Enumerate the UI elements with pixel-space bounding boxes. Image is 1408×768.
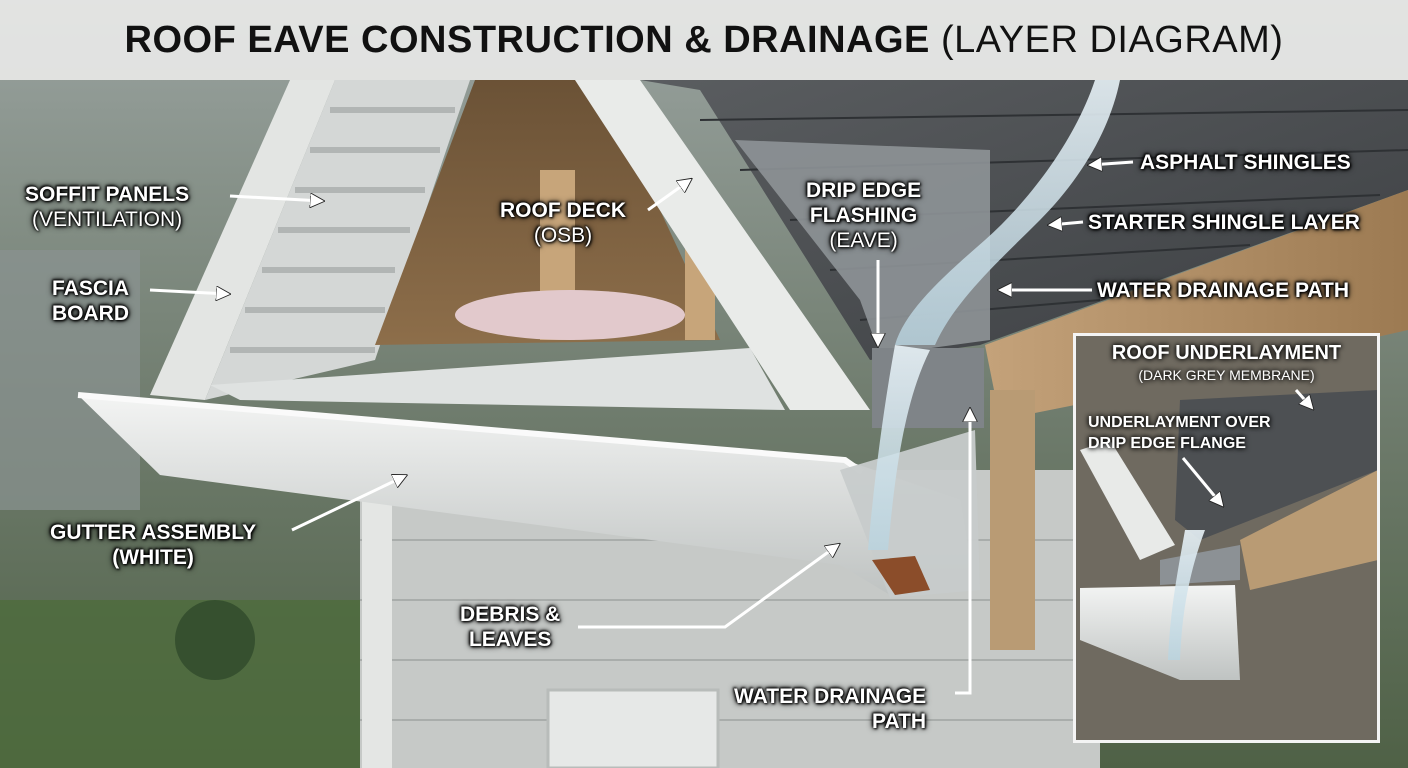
inset-frame (1073, 333, 1380, 743)
water-flow-gutter (868, 345, 930, 550)
inset-subtitle: (DARK GREY MEMBRANE) (1138, 367, 1315, 383)
soffit-panel-surface (205, 80, 470, 400)
inset-water (1168, 530, 1205, 660)
label-debris-line2: LEAVES (468, 628, 552, 651)
label-gutter-line2: (WHITE) (112, 546, 194, 569)
title-main: ROOF EAVE CONSTRUCTION & DRAINAGE (124, 18, 930, 61)
arrow-fascia (149, 290, 228, 294)
title-sub: (LAYER DIAGRAM) (940, 18, 1284, 61)
gable-fascia-right (575, 80, 870, 410)
wall-window (546, 688, 720, 768)
inset-label-line2: DRIP EDGE FLANGE (1088, 435, 1246, 452)
inset-shingles (1175, 390, 1378, 540)
arrow-inset-flange (1181, 457, 1222, 505)
page-title: ROOF EAVE CONSTRUCTION & DRAINAGE (LAYER… (125, 19, 1284, 62)
inset-label-line1: UNDERLAYMENT OVER (1088, 414, 1271, 431)
background-shrub (175, 600, 255, 680)
label-soffit-panels: SOFFIT PANELS (VENTILATION) (25, 182, 189, 232)
label-drip-edge-line3: (EAVE) (829, 229, 898, 252)
gable-fascia-left (150, 80, 335, 400)
label-drip-edge-line2: FLASHING (809, 204, 918, 227)
label-soffit-line2: (VENTILATION) (32, 208, 183, 231)
inset-label-underlayment: UNDERLAYMENT OVER DRIP EDGE FLANGE (1088, 412, 1271, 454)
label-fascia-line2: BOARD (52, 302, 129, 325)
soffit-ceiling (210, 348, 785, 410)
arrow-debris (578, 545, 838, 629)
label-starter-shingle-layer: STARTER SHINGLE LAYER (1088, 211, 1360, 234)
arrow-soffit (229, 196, 322, 201)
label-drip-edge-line1: DRIP EDGE (806, 179, 922, 202)
label-fascia-board: FASCIA BOARD (52, 276, 129, 326)
label-drip-edge-flashing: DRIP EDGE FLASHING (EAVE) (806, 178, 921, 253)
attic-insulation (455, 290, 685, 340)
label-debris-line1: DEBRIS & (460, 603, 561, 626)
label-roof-deck-line1: ROOF DECK (500, 199, 626, 222)
arrow-inset-membrane (1294, 389, 1312, 408)
label-water-drainage-path-bottom: WATER DRAINAGE PATH (734, 684, 926, 734)
inset-gutter (1080, 585, 1240, 680)
wall-corner-trim (362, 500, 392, 768)
label-fascia-line1: FASCIA (52, 277, 130, 300)
arrow-starter (1050, 222, 1084, 225)
label-soffit-line1: SOFFIT PANELS (25, 183, 190, 206)
background-house (0, 250, 140, 510)
label-debris-leaves: DEBRIS & LEAVES (460, 602, 560, 652)
arrow-asphalt (1090, 162, 1134, 165)
label-water-drainage-path-top: WATER DRAINAGE PATH (1097, 279, 1349, 302)
label-drainage-bottom-line1: WATER DRAINAGE (734, 685, 927, 708)
label-roof-deck-line2: (OSB) (533, 224, 593, 247)
label-asphalt-shingles: ASPHALT SHINGLES (1140, 151, 1351, 174)
inset-rafter (1240, 470, 1378, 590)
arrow-gutter (291, 476, 405, 532)
arrow-drainage-bottom (955, 410, 970, 695)
inset-fascia (1080, 440, 1175, 560)
label-drainage-bottom-line2: PATH (872, 710, 927, 733)
gutter-assembly (78, 395, 975, 595)
wood-post (990, 390, 1035, 650)
water-flow-roof (895, 80, 1120, 345)
soffit-vent-slots (230, 107, 455, 353)
label-gutter-assembly: GUTTER ASSEMBLY (WHITE) (50, 520, 256, 570)
label-roof-deck: ROOF DECK (OSB) (500, 198, 626, 248)
title-bar: ROOF EAVE CONSTRUCTION & DRAINAGE (LAYER… (0, 0, 1408, 80)
gutter-end-cap (840, 430, 980, 598)
label-gutter-line1: GUTTER ASSEMBLY (50, 521, 257, 544)
arrow-roof-deck (647, 180, 690, 212)
gutter-debris (872, 556, 930, 595)
callout-arrows (149, 162, 1312, 695)
inset-title: ROOF UNDERLAYMENT (1111, 342, 1342, 364)
